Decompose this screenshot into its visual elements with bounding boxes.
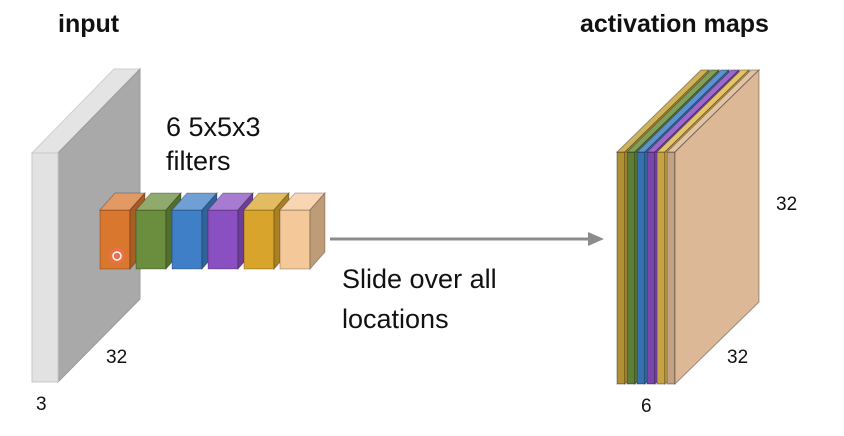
slide-arrow-head bbox=[588, 232, 604, 246]
activation-maps-width-label: 32 bbox=[727, 347, 749, 368]
input-width-label: 32 bbox=[106, 347, 128, 368]
input-depth-label: 3 bbox=[36, 394, 47, 415]
filter-block-front bbox=[243, 209, 275, 270]
activation-map-edge bbox=[636, 151, 646, 385]
filters-caption-line2: filters bbox=[166, 146, 231, 176]
position-marker bbox=[109, 248, 125, 264]
filter-block-front bbox=[279, 209, 311, 270]
slide-caption-line1: Slide over all bbox=[342, 264, 497, 294]
activation-maps-height-label: 32 bbox=[776, 194, 798, 215]
activation-maps-depth-label: 6 bbox=[641, 396, 652, 417]
position-marker-dot bbox=[112, 251, 122, 261]
input-volume-front bbox=[31, 152, 59, 383]
filter-block-side bbox=[309, 191, 326, 271]
filter-block-front bbox=[135, 209, 167, 270]
activation-map-edge bbox=[626, 151, 636, 385]
filters-caption-line1: 6 5x5x3 bbox=[166, 112, 261, 142]
filter-block-front bbox=[171, 209, 203, 270]
filter-block-front bbox=[207, 209, 239, 270]
slide-caption-line2: locations bbox=[342, 304, 449, 334]
activation-map-edge bbox=[666, 151, 676, 385]
filter-block bbox=[278, 191, 327, 271]
activation-map-slab bbox=[665, 68, 761, 386]
activation-map-edge bbox=[656, 151, 666, 385]
filters-group bbox=[98, 191, 327, 271]
activation-map-edge bbox=[616, 151, 626, 385]
position-marker-glow bbox=[109, 248, 125, 264]
input-title: input bbox=[58, 10, 120, 38]
activation-map-edge bbox=[646, 151, 656, 385]
activation-maps-title: activation maps bbox=[580, 10, 769, 38]
activation-map-face bbox=[674, 68, 760, 386]
input-volume bbox=[30, 67, 142, 384]
slide-arrow bbox=[330, 232, 604, 246]
activation-maps-stack bbox=[615, 68, 761, 386]
